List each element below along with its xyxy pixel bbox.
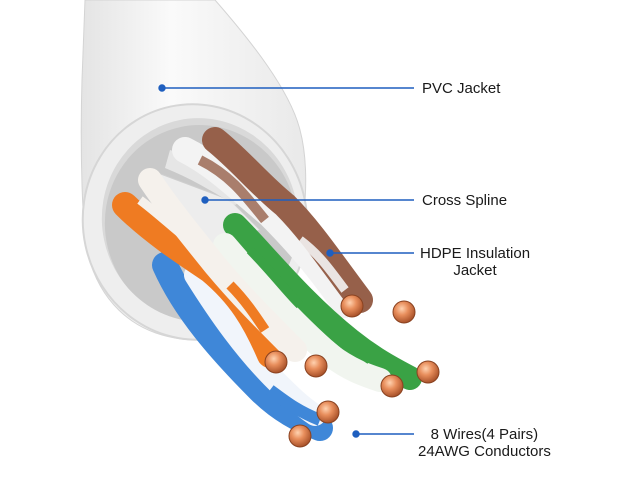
label-hdpe-insulation-line-2: Jacket — [453, 262, 497, 279]
dot-pvc-jacket — [158, 84, 166, 92]
conductor-blue — [316, 400, 340, 424]
label-cross-spline: Cross Spline — [422, 192, 507, 209]
wire-pair-brown — [172, 127, 373, 318]
conductor-orange-white — [304, 354, 328, 378]
conductor-brown — [340, 294, 364, 318]
callout-lines — [158, 84, 414, 438]
wire-pair-blue — [152, 252, 333, 441]
wire-pair-green — [213, 213, 422, 392]
conductor-brown-white — [392, 300, 416, 324]
label-hdpe-insulation-line-1: HDPE Insulation — [420, 245, 531, 262]
label-wires-line-2: 24AWG Conductors — [418, 443, 551, 460]
dot-hdpe-insulation — [326, 249, 334, 257]
label-hdpe-insulation: HDPE Insulation Jacket — [420, 245, 530, 279]
label-pvc-jacket-line-1: PVC Jacket — [422, 80, 501, 97]
label-cross-spline-line-1: Cross Spline — [422, 192, 508, 209]
conductor-blue-white — [288, 424, 312, 448]
copper-conductors — [264, 294, 440, 448]
dot-wires — [352, 430, 360, 438]
conductor-green-white — [380, 374, 404, 398]
label-pvc-jacket: PVC Jacket — [422, 80, 500, 97]
wire-pair-orange — [112, 168, 307, 368]
conductor-green — [416, 360, 440, 384]
label-wires: 8 Wires(4 Pairs) 24AWG Conductors — [418, 426, 551, 460]
label-wires-line-1: 8 Wires(4 Pairs) — [430, 426, 539, 443]
dot-cross-spline — [201, 196, 209, 204]
conductor-orange — [264, 350, 288, 374]
